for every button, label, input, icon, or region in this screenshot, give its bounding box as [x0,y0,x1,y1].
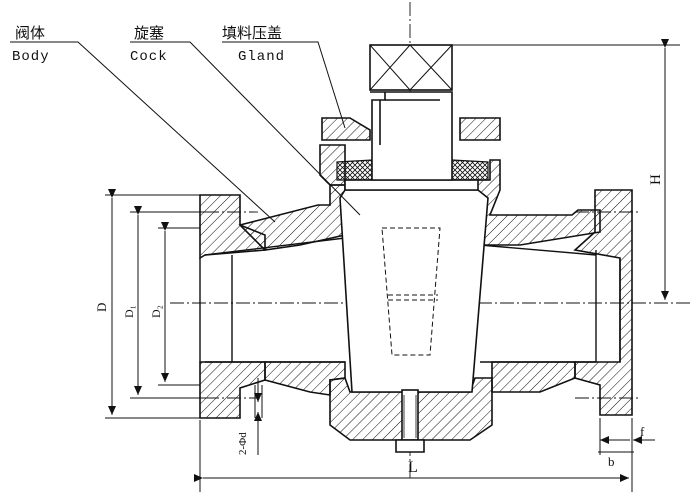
dim-f: f [640,424,645,439]
body-label-cn: 阀体 [15,24,45,42]
plug-port [381,227,441,356]
gland-label-cn: 填料压盖 [222,24,282,42]
bottom-bolt [395,389,425,453]
stem [370,91,453,181]
height-dimension [452,39,680,300]
gland-left [321,117,371,141]
gland-right [459,117,501,141]
cock-plug [339,179,489,393]
diameter-dimensions [105,189,205,419]
stem-square-head [369,44,453,91]
bore-outlines [199,237,621,363]
right-lower-wall [491,361,576,393]
dim-D1: D₁ [122,305,136,318]
bolt-hole-dimension [254,378,263,455]
dim-bolt-holes: 2-Φd [237,432,249,455]
dim-D: D [94,303,109,312]
dim-L: L [408,459,418,476]
flange-face-dimensions [598,418,655,455]
leader-lines [10,41,361,223]
dim-H: H [648,174,664,185]
cock-label-en: Cock [130,49,168,65]
right-upper-wall [469,159,601,246]
body-label-en: Body [12,49,50,65]
dim-D2: D₂ [149,305,163,318]
dim-b: b [608,454,615,469]
cock-label-cn: 旋塞 [134,24,164,42]
gland-label-en: Gland [238,49,285,65]
